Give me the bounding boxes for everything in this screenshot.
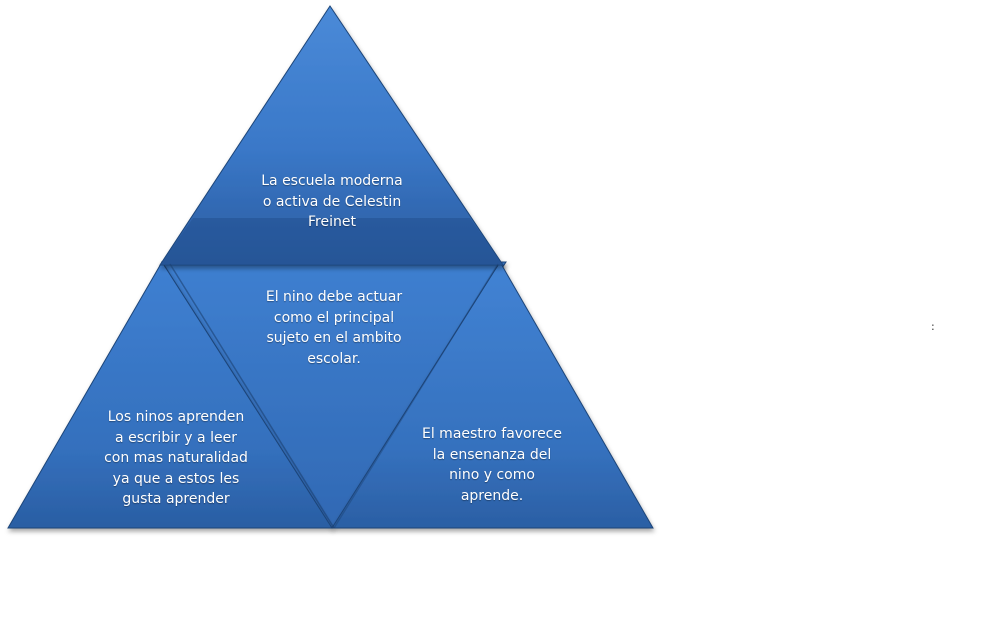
pyramid-seam-right [333, 263, 499, 529]
pyramid-label-top: La escuela moderna o activa de Celestin … [261, 173, 403, 230]
pyramid-segment-right [331, 261, 654, 529]
stray-mark: : [931, 320, 935, 333]
pyramid-label-center: El nino debe actuar como el principal su… [265, 289, 403, 367]
pyramid-segment-left [7, 261, 333, 529]
pyramid-label-left: Los ninos aprenden a escribir y a leer c… [104, 409, 248, 507]
pyramid-label-right: El maestro favorece la ensenanza del nin… [422, 426, 562, 504]
pyramid-segment-top-shade [160, 218, 503, 265]
pyramid-seam-left [169, 263, 335, 529]
